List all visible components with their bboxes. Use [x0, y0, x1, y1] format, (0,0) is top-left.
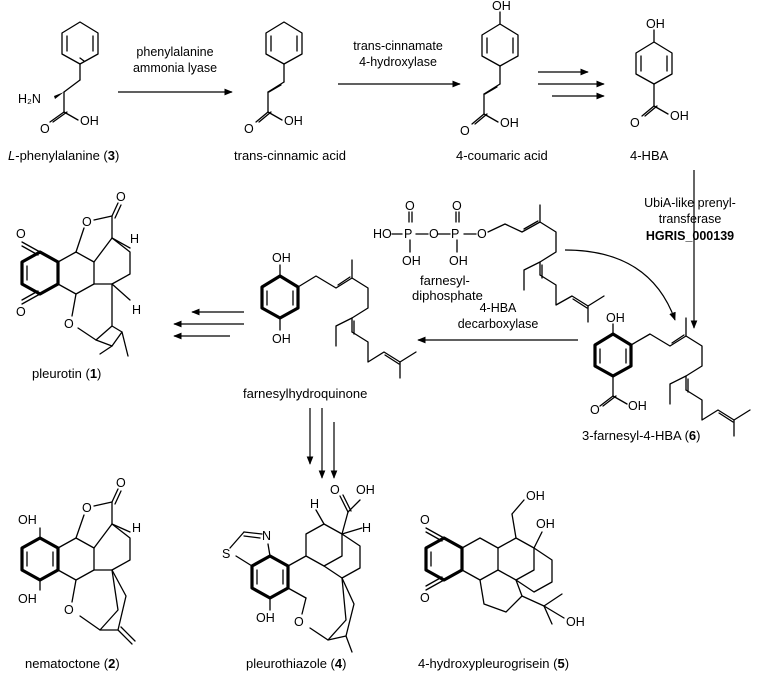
- h-label: H: [362, 521, 371, 535]
- oh-label: OH: [449, 254, 468, 268]
- n-label: N: [262, 529, 271, 543]
- o-label: O: [82, 501, 92, 515]
- farnesyl-diphosphate-structure: HO P O OH O P O OH O: [373, 199, 605, 323]
- h-label: H: [132, 521, 141, 535]
- oh-label: OH: [670, 109, 689, 123]
- 4-hydroxypleurogrisein-structure: O O OH OH OH: [420, 489, 585, 629]
- oh-label: OH: [500, 116, 519, 130]
- fpp-curved-arrow: [564, 249, 676, 321]
- nh2-label: H₂N: [18, 92, 41, 106]
- multistep-arrows-to-4hba: [538, 68, 605, 100]
- oh-label: OH: [492, 0, 511, 13]
- oh-label: OH: [356, 483, 375, 497]
- o-label: O: [64, 317, 74, 331]
- oh-label: OH: [18, 592, 37, 606]
- o-label: O: [460, 124, 470, 138]
- oh-label: OH: [272, 332, 291, 346]
- o-label: O: [590, 403, 600, 417]
- o-label: O: [630, 116, 640, 130]
- o-label: O: [420, 513, 430, 527]
- o-label: O: [420, 591, 430, 605]
- 4-hydroxypleurogrisein-label: 4-hydroxypleurogrisein (5): [418, 656, 569, 671]
- o-label: O: [244, 122, 254, 136]
- oh-label: OH: [256, 611, 275, 625]
- h-label: H: [130, 232, 139, 246]
- oh-label: OH: [628, 399, 647, 413]
- pleurotin-structure: O O O O H H O: [16, 190, 141, 357]
- o-label: O: [477, 227, 487, 241]
- c4h-enzyme-line1: trans-cinnamate: [353, 39, 443, 53]
- h-label: H: [132, 303, 141, 317]
- oh-label: OH: [606, 311, 625, 325]
- o-label: O: [429, 227, 439, 241]
- l-phenylalanine-structure: H₂N O OH: [18, 21, 99, 136]
- 4-coumaric-acid-label: 4-coumaric acid: [456, 148, 548, 163]
- ubia-enzyme-line2: transferase: [659, 212, 722, 226]
- o-label: O: [64, 603, 74, 617]
- oh-label: OH: [526, 489, 545, 503]
- fpp-label-line2: diphosphate: [412, 288, 483, 303]
- decarboxylase-enzyme-line2: decarboxylase: [458, 317, 539, 331]
- multistep-arrows-down: [306, 408, 338, 479]
- o-label: O: [40, 122, 50, 136]
- l-phenylalanine-label: L-phenylalanine (3): [8, 148, 119, 163]
- o-label: O: [330, 483, 340, 497]
- o-label: O: [116, 190, 126, 204]
- p-label: P: [404, 227, 412, 241]
- o-label: O: [16, 227, 26, 241]
- p-label: P: [451, 227, 459, 241]
- farnesylhydroquinone-label: farnesylhydroquinone: [243, 386, 367, 401]
- pal-enzyme-line2: ammonia lyase: [133, 61, 217, 75]
- nematoctone-label: nematoctone (2): [25, 656, 120, 671]
- decarboxylase-enzyme-line1: 4-HBA: [480, 301, 517, 315]
- oh-label: OH: [18, 513, 37, 527]
- c4h-enzyme-line2: 4-hydroxylase: [359, 55, 437, 69]
- fpp-label-line1: farnesyl-: [420, 273, 470, 288]
- o-label: O: [452, 199, 462, 213]
- multistep-arrows-to-pleurotin: [173, 308, 244, 340]
- trans-cinnamic-acid-structure: O OH: [244, 21, 303, 136]
- ho-label: HO: [373, 227, 392, 241]
- oh-label: OH: [284, 114, 303, 128]
- o-label: O: [82, 215, 92, 229]
- h-label: H: [310, 497, 319, 511]
- pleurothiazole-structure: S N OH H O OH H O: [222, 483, 375, 653]
- pleurotin-label: pleurotin (1): [32, 366, 101, 381]
- o-label: O: [16, 305, 26, 319]
- oh-label: OH: [646, 17, 665, 31]
- o-label: O: [294, 615, 304, 629]
- oh-label: OH: [80, 114, 99, 128]
- oh-label: OH: [536, 517, 555, 531]
- o-label: O: [116, 476, 126, 490]
- pal-enzyme-line1: phenylalanine: [136, 45, 213, 59]
- oh-label: OH: [566, 615, 585, 629]
- trans-cinnamic-acid-label: trans-cinnamic acid: [234, 148, 346, 163]
- nematoctone-structure: OH OH O O H O: [18, 476, 141, 645]
- oh-label: OH: [402, 254, 421, 268]
- farnesylhydroquinone-structure: OH OH: [260, 251, 417, 379]
- 4-hba-structure: OH O OH: [630, 17, 689, 130]
- oh-label: OH: [272, 251, 291, 265]
- s-label: S: [222, 547, 230, 561]
- 4-hba-label: 4-HBA: [630, 148, 669, 163]
- 4-coumaric-acid-structure: OH O OH: [460, 0, 519, 138]
- o-label: O: [405, 199, 415, 213]
- ubia-enzyme-line1: UbiA-like prenyl-: [644, 196, 736, 210]
- 3-farnesyl-4-hba-structure: OH O OH: [590, 311, 751, 437]
- pleurothiazole-label: pleurothiazole (4): [246, 656, 346, 671]
- 3-farnesyl-4-hba-label: 3-farnesyl-4-HBA (6): [582, 428, 701, 443]
- ubia-enzyme-id: HGRIS_000139: [646, 229, 734, 243]
